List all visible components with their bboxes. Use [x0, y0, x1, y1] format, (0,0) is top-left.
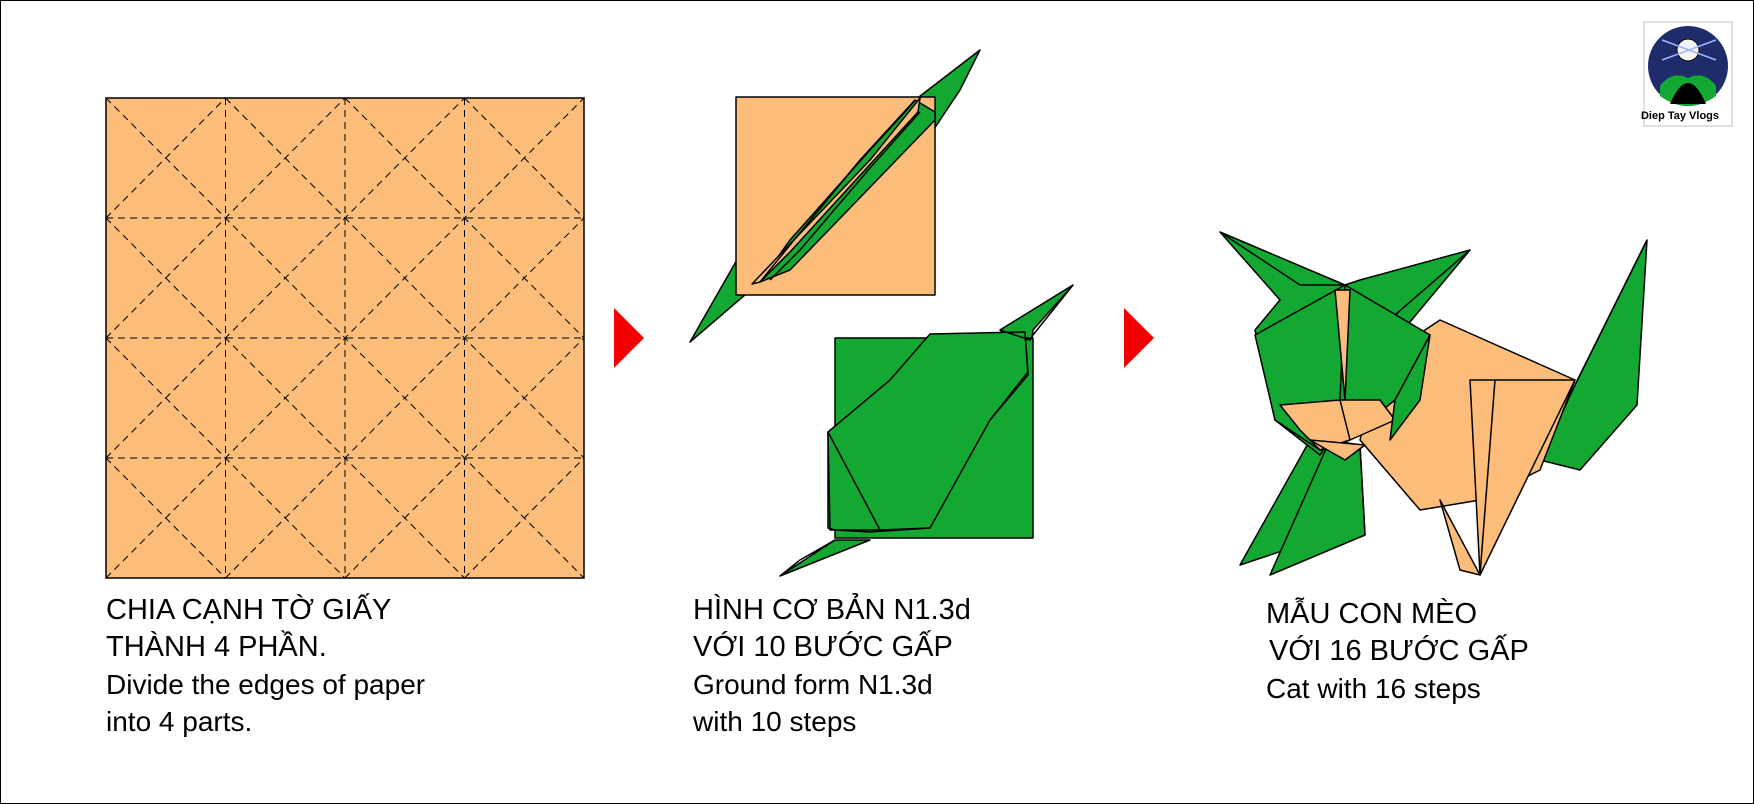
crease-lines: [105, 97, 585, 579]
step2-caption-vn-line1: HÌNH CƠ BẢN N1.3d: [693, 594, 971, 626]
channel-avatar-icon: [1643, 21, 1733, 127]
origami-cat: [1219, 231, 1648, 576]
logo-label: Diep Tay Vlogs: [1640, 110, 1720, 122]
step1-caption: CHIA CẠNH TỜ GIẤY THÀNH 4 PHẦN. Divide t…: [106, 592, 425, 740]
arrow-right-icon: [1124, 308, 1154, 368]
step2-caption-en-line1: Ground form N1.3d: [693, 669, 933, 700]
step3-caption-vn-line2: VỚI 16 BƯỚC GẤP: [1269, 635, 1529, 667]
step1-caption-vn-line1: CHIA CẠNH TỜ GIẤY: [106, 594, 392, 626]
step3-caption: MẪU CON MÈO VỚI 16 BƯỚC GẤP Cat with 16 …: [1266, 596, 1529, 707]
step1-caption-en-line1: Divide the edges of paper: [106, 669, 426, 700]
ground-form-orange-view: [689, 49, 981, 343]
step1-caption-vn-line2: THÀNH 4 PHẦN.: [106, 631, 327, 663]
step1-caption-en-line2: into 4 parts.: [106, 706, 253, 737]
step2-caption-en-line2: with 10 steps: [693, 706, 857, 737]
step2-caption-vn-line2: VỚI 10 BƯỚC GẤP: [693, 631, 953, 663]
ground-form-green-view: [779, 284, 1074, 577]
step3-caption-vn-line1: MẪU CON MÈO: [1266, 598, 1478, 630]
step3-caption-en-line1: Cat with 16 steps: [1266, 673, 1481, 704]
crease-pattern-square: [105, 97, 585, 579]
arrow-right-icon: [614, 308, 644, 368]
step2-caption: HÌNH CƠ BẢN N1.3d VỚI 10 BƯỚC GẤP Ground…: [693, 592, 971, 740]
